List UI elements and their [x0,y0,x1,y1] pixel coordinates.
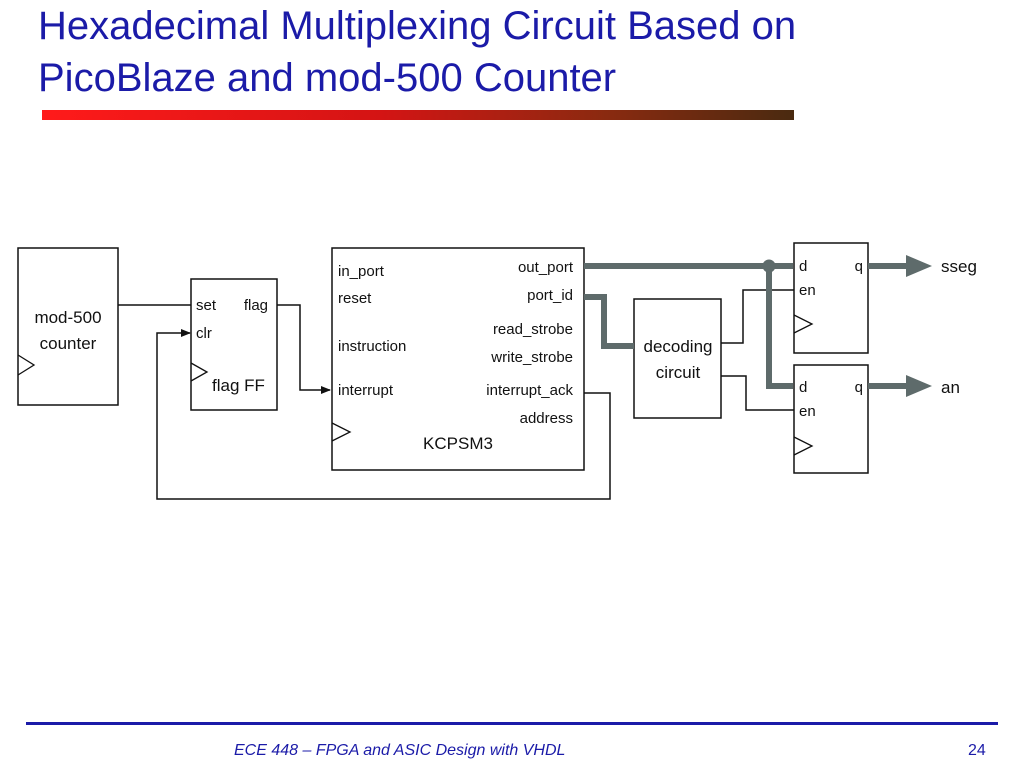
port-address: address [520,410,573,427]
decoding-circuit-block: decoding circuit [633,298,722,419]
reg-an-q-port: q [855,379,863,396]
flag-ff-block: set clr flag flag FF [190,278,278,411]
wire-flag-to-interrupt [277,304,331,394]
reg-sseg-d-port: d [799,258,807,275]
port-interrupt: interrupt [338,382,394,399]
port-in-port: in_port [338,263,385,280]
flag-ff-flag-port: flag [244,297,268,314]
decoder-label-line2: circuit [656,363,701,382]
slide-title: Hexadecimal Multiplexing Circuit Based o… [38,0,998,104]
kcpsm3-block: in_port reset instruction interrupt out_… [331,247,585,471]
counter-label-line1: mod-500 [34,308,101,327]
port-out-port: out_port [518,259,574,276]
flag-ff-name: flag FF [212,376,265,395]
output-sseg-label: sseg [941,257,977,276]
kcpsm3-name: KCPSM3 [423,434,493,453]
reg-an-d-port: d [799,379,807,396]
port-port-id: port_id [527,287,573,304]
port-interrupt-ack: interrupt_ack [486,382,573,399]
port-read-strobe: read_strobe [493,321,573,338]
title-underline-bar [42,110,794,120]
clock-triangle-icon [190,362,209,382]
page-number: 24 [968,742,986,759]
an-arrow-icon [906,375,932,397]
bus-port-id-to-decoder [584,294,634,349]
wire-decoder-to-an-en [721,375,794,411]
wire-decoder-to-sseg-en [721,289,794,344]
mod-500-counter-block: mod-500 counter [17,247,119,406]
title-line-2: PicoBlaze and mod-500 Counter [38,56,617,100]
clock-triangle-icon [331,422,352,442]
sseg-arrow-icon [906,255,932,277]
reg-sseg-en-port: en [799,282,816,299]
port-reset: reset [338,290,372,307]
clock-triangle-icon [793,314,814,334]
reg-sseg-q-port: q [855,258,863,275]
bus-out-port-to-an [766,266,793,389]
register-sseg-block: d q en [793,242,869,354]
flag-ff-clr-port: clr [196,325,212,342]
reg-an-en-port: en [799,403,816,420]
bus-junction-dot [762,259,776,273]
clock-triangle-icon [793,436,814,456]
wire-interrupt-ack-to-clr [156,329,611,500]
clock-triangle-icon [17,354,36,376]
footer-course-title: ECE 448 – FPGA and ASIC Design with VHDL [234,742,566,759]
control-wires [118,289,794,500]
port-write-strobe: write_strobe [490,349,573,366]
register-an-block: d q en [793,364,869,474]
port-instruction: instruction [338,338,406,355]
counter-label-line2: counter [40,334,97,353]
title-line-1: Hexadecimal Multiplexing Circuit Based o… [38,4,797,48]
decoder-label-line1: decoding [643,337,712,356]
output-an-label: an [941,378,960,397]
footer-divider [26,722,998,725]
flag-ff-set-port: set [196,297,217,314]
data-buses [584,263,912,389]
